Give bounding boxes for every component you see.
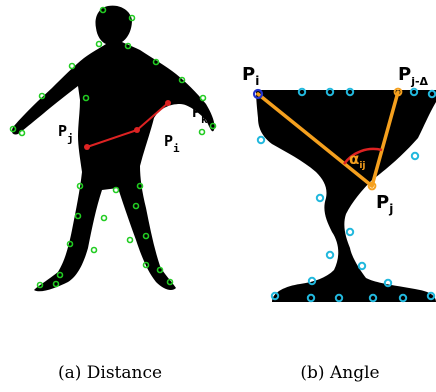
contour-point xyxy=(156,266,164,274)
contour-point xyxy=(136,182,144,190)
contour-point xyxy=(66,240,74,248)
point-pj xyxy=(84,144,90,150)
contour-point xyxy=(132,202,140,210)
line-pi-pj xyxy=(256,92,374,188)
contour-point xyxy=(112,186,120,194)
line-pjd-pj xyxy=(370,90,400,188)
contour-point xyxy=(82,94,90,102)
panel-b-angle: Pi Pj-Δ Pj αij xyxy=(242,64,436,303)
contour-point xyxy=(199,94,207,102)
contour-point xyxy=(427,89,436,99)
contour-point xyxy=(410,151,420,161)
contour-point xyxy=(18,129,26,137)
point-pjd xyxy=(393,87,403,97)
contour-point xyxy=(9,125,17,133)
contour-point xyxy=(142,261,150,269)
label-pjd-b: Pj-Δ xyxy=(398,64,429,88)
label-pj-b: Pj xyxy=(376,192,393,216)
contour-point xyxy=(315,193,325,203)
label-pi-a: Pi xyxy=(164,132,180,155)
panel-a-distance: Pj Pi Pk xyxy=(9,5,217,292)
contour-point xyxy=(99,6,107,14)
contour-point xyxy=(409,87,419,97)
contour-point xyxy=(325,87,335,97)
distance-line-pk-pi xyxy=(136,102,169,131)
contour-point xyxy=(426,291,436,301)
contour-point xyxy=(126,236,134,244)
contour-points-b xyxy=(256,87,436,303)
goblet-silhouette xyxy=(256,90,436,302)
alpha-main: α xyxy=(349,150,359,168)
contour-point xyxy=(209,122,217,130)
contour-point xyxy=(128,14,136,22)
contour-point xyxy=(95,40,103,48)
contour-point xyxy=(345,87,355,97)
point-mid xyxy=(134,127,140,133)
contour-point xyxy=(152,58,160,66)
contour-point xyxy=(198,128,206,136)
angle-arc xyxy=(342,147,383,165)
point-pj-b xyxy=(367,181,377,191)
contour-point xyxy=(307,276,317,286)
contour-point xyxy=(256,135,266,145)
contour-point xyxy=(52,280,60,288)
point-pi xyxy=(165,100,171,106)
contour-point xyxy=(166,278,174,286)
contour-point xyxy=(357,261,367,271)
angle-lines xyxy=(256,90,400,188)
contour-point xyxy=(334,293,344,303)
human-silhouette xyxy=(11,5,215,292)
label-pk-a: Pk xyxy=(192,103,208,126)
contour-point xyxy=(345,227,355,237)
contour-point xyxy=(76,182,84,190)
contour-points-a xyxy=(9,6,217,289)
contour-point xyxy=(36,281,44,289)
contour-point xyxy=(306,293,316,303)
distance-line-pj-pk xyxy=(86,129,138,148)
contour-point xyxy=(74,212,82,220)
contour-point xyxy=(270,291,280,301)
contour-point xyxy=(398,293,408,303)
contour-point xyxy=(56,271,64,279)
label-pj-a: Pj xyxy=(58,122,74,145)
contour-point xyxy=(325,250,335,260)
distance-lines xyxy=(84,100,171,150)
contour-point xyxy=(68,62,76,70)
contour-point xyxy=(38,92,46,100)
contour-point xyxy=(178,76,186,84)
label-pi-b: Pi xyxy=(242,64,259,88)
contour-point xyxy=(90,246,98,254)
contour-point xyxy=(124,42,132,50)
contour-point xyxy=(100,214,108,222)
point-pi-highlight xyxy=(252,88,264,100)
contour-point xyxy=(297,87,307,97)
contour-point xyxy=(142,232,150,240)
caption-a: (a) Distance xyxy=(58,363,162,383)
contour-point xyxy=(383,278,393,288)
caption-b: (b) Angle xyxy=(300,363,379,383)
contour-point xyxy=(368,293,378,303)
label-alpha: αij xyxy=(349,150,365,171)
